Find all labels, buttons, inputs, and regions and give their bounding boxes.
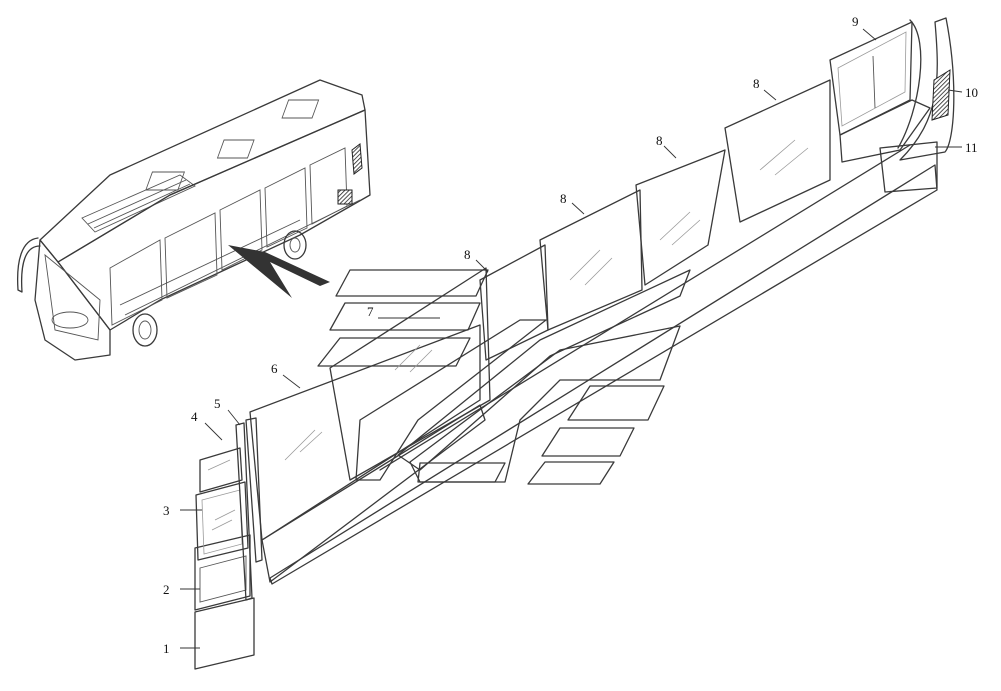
- callout-8-d: 8: [753, 76, 760, 91]
- callout-8-b: 8: [560, 191, 567, 206]
- callout-6: 6: [271, 361, 278, 376]
- callout-11: 11: [965, 140, 978, 155]
- callout-5: 5: [214, 396, 221, 411]
- callout-1: 1: [163, 641, 170, 656]
- callout-7: 7: [367, 304, 374, 319]
- callout-labels: 1 2 3 4 5 6 7 8 8 8 8 9 10 11: [163, 14, 978, 656]
- part-2-door-lower-panel: [194, 534, 251, 611]
- bus-overview-illustration: [16, 79, 371, 361]
- part-6-front-side-panel: [249, 324, 481, 541]
- callout-8-a: 8: [464, 247, 471, 262]
- part-4-upper-front-window: [199, 447, 243, 493]
- part-11-rear-lower-panel: [879, 141, 938, 193]
- callout-2: 2: [163, 582, 170, 597]
- part-9-rear-window: [829, 21, 913, 136]
- callout-8-c: 8: [656, 133, 663, 148]
- part-8-side-windows: [269, 79, 938, 585]
- callout-9: 9: [852, 14, 859, 29]
- mid-skin-panels: [355, 269, 691, 485]
- part-10-rear-corner-panel: [899, 17, 955, 161]
- part-7-skin-panels: [317, 269, 489, 367]
- side-panel-assembly: [194, 17, 955, 670]
- callout-3: 3: [163, 503, 170, 518]
- leader-lines: [180, 28, 963, 649]
- callout-4: 4: [191, 409, 198, 424]
- part-1-lower-front-panel: [194, 597, 255, 670]
- callout-10: 10: [965, 85, 978, 100]
- part-3-door-window: [195, 481, 249, 561]
- part-5-front-pillar: [235, 422, 253, 601]
